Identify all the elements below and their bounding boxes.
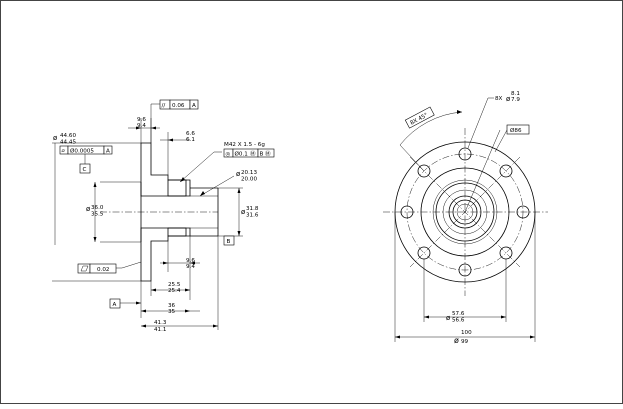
datum-a-box xyxy=(109,298,121,309)
fcf-thread-tol: Ø0.1 xyxy=(235,151,249,158)
fcf-parallel-symbol: // xyxy=(162,103,166,109)
dim-flange-thk-upper: 9.6 xyxy=(137,117,146,123)
dim-len1-lower: 25.4 xyxy=(168,288,181,294)
datum-a-label: A xyxy=(113,302,117,308)
holes-prefix: 8X xyxy=(495,96,503,102)
dim-bore-upper: 20.13 xyxy=(241,170,257,176)
hub-circle-outer xyxy=(420,167,510,257)
dim-shoulder-lower: 6.1 xyxy=(186,137,195,143)
diameter-symbol: ø xyxy=(53,134,58,142)
angle-label-box xyxy=(404,106,435,129)
bolt-hole-6 xyxy=(417,164,431,178)
holes-lower: 7.9 xyxy=(511,97,520,103)
outer-lower: 99 xyxy=(461,339,469,345)
dim-bore-lower: 20.00 xyxy=(241,177,257,183)
svg-text:ø: ø xyxy=(506,95,511,103)
side-section-view: 44.60 44.45 ø ⌭ Ø0.0005 A C ø 36.0 35.5 … xyxy=(52,99,275,333)
bolt-hole-3 xyxy=(458,263,472,277)
dim-len1-upper: 25.5 xyxy=(168,282,181,288)
fcf-flange-symbol: ⌭ xyxy=(61,148,65,154)
dim-hub-lower: 35.5 xyxy=(91,212,104,218)
dim-len2-upper: 36 xyxy=(168,303,176,309)
datum-b-box xyxy=(223,235,235,246)
fcf-thread-mod: Ⓜ xyxy=(250,150,256,158)
svg-text:ø: ø xyxy=(454,336,459,345)
bolt-hole-1 xyxy=(516,205,530,219)
fcf-flatness-tol: 0.02 xyxy=(97,267,109,273)
dim-len3-upper: 41.3 xyxy=(154,320,167,326)
bolt-circle-lower: 56.6 xyxy=(452,318,465,324)
bolt-hole-7 xyxy=(458,147,472,161)
dim-flange-thk-lower: 9.4 xyxy=(137,123,146,129)
holes-upper: 8.1 xyxy=(511,91,520,97)
datum-b-label: B xyxy=(227,239,231,245)
bolt-hole-5 xyxy=(400,205,414,219)
dim-hub-upper: 36.0 xyxy=(91,205,104,211)
od86-label: Ø86 xyxy=(510,127,522,134)
bolt-circle xyxy=(406,153,524,271)
bolt-hole-8 xyxy=(499,164,513,178)
front-end-view: 8X 45° 8X ø 8.1 7.9 Ø86 ø 57.6 56.6 ø 10… xyxy=(383,91,548,345)
dim-len2-lower: 35 xyxy=(168,309,176,315)
fcf-thread-ref: B xyxy=(260,152,264,158)
fcf-thread-ref-mod: Ⓜ xyxy=(265,150,271,158)
svg-text:ø: ø xyxy=(86,205,91,213)
fcf-parallel-tol: 0.06 xyxy=(172,103,185,109)
fcf-parallel-ref: A xyxy=(192,103,196,109)
dim-flange-od-upper: 44.60 xyxy=(60,133,76,139)
svg-text:ø: ø xyxy=(236,170,241,178)
datum-c-label: C xyxy=(83,167,87,173)
od86-box xyxy=(506,124,530,135)
dim-len3-lower: 41.1 xyxy=(154,327,167,333)
fcf-flatness-symbol-box xyxy=(77,263,91,274)
dim-pilot-upper: 31.8 xyxy=(246,206,259,212)
angle-arc xyxy=(399,111,463,146)
fcf-flange-ref: A xyxy=(106,148,110,154)
fcf-flange-tol: Ø0.0005 xyxy=(70,147,94,154)
dim-flange-od-lower: 44.45 xyxy=(60,140,76,146)
fcf-thread-symbol: ◎ xyxy=(226,152,231,158)
dim-pilot-lower: 31.6 xyxy=(246,213,259,219)
dim-shoulder-upper: 6.6 xyxy=(186,131,195,137)
outer-upper: 100 xyxy=(461,330,472,336)
datum-c-box xyxy=(79,163,91,174)
thread-spec: M42 X 1.5 - 6g xyxy=(224,142,265,148)
svg-text:ø: ø xyxy=(446,314,451,322)
dim-step-lower: 9.4 xyxy=(186,264,195,270)
flatness-icon xyxy=(80,265,89,272)
bolt-circle-upper: 57.6 xyxy=(452,311,465,317)
svg-text:ø: ø xyxy=(241,208,246,216)
dim-step-upper: 9.6 xyxy=(186,258,195,264)
